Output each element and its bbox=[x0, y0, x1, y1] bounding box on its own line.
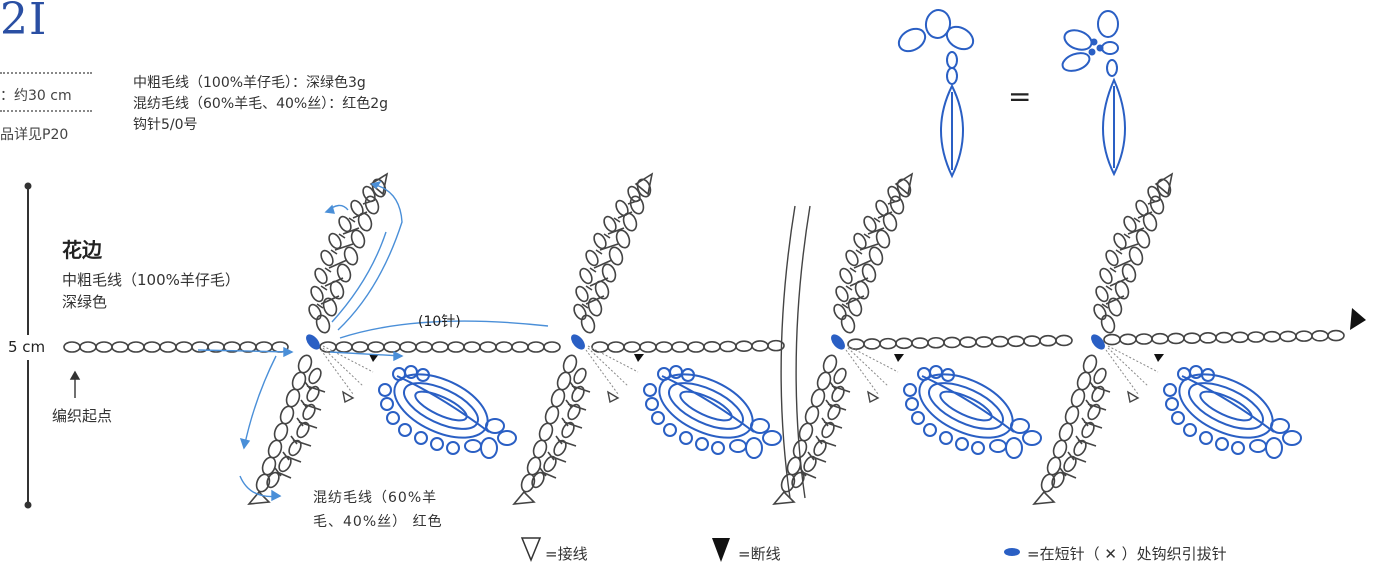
chain-stitch bbox=[447, 341, 465, 353]
chain-stitch bbox=[1023, 335, 1041, 347]
chain-stitch bbox=[703, 340, 721, 353]
chain-stitch bbox=[255, 341, 273, 353]
chain-stitch bbox=[991, 335, 1009, 348]
chain-stitch bbox=[143, 341, 161, 353]
chain-stitch bbox=[863, 338, 881, 350]
chain-stitch bbox=[1295, 330, 1313, 342]
chain-stitch bbox=[687, 341, 705, 353]
chain-stitch bbox=[1055, 334, 1073, 347]
equals-sign: = bbox=[1008, 80, 1032, 113]
chain-stitch bbox=[623, 341, 641, 353]
chain-stitch bbox=[895, 337, 913, 350]
material-line: 中粗毛线（100%羊仔毛）：深绿色3g bbox=[133, 75, 366, 91]
chain-stitch bbox=[1103, 333, 1121, 346]
chain-stitch bbox=[879, 337, 897, 350]
legend-cut: =断线 bbox=[738, 545, 781, 563]
legend-slip-stitch: =在短针（ ✕ ）处钩织引拔针 bbox=[1027, 545, 1227, 563]
equivalence-left-figure bbox=[897, 9, 975, 179]
chain-stitch bbox=[79, 341, 97, 353]
chain-stitch bbox=[431, 341, 449, 353]
chain-stitch bbox=[335, 341, 353, 353]
red-yarn-label: 混纺毛线（60%羊 bbox=[313, 490, 438, 506]
legend-join: =接线 bbox=[545, 545, 588, 563]
pattern-number: 2I bbox=[0, 0, 48, 45]
chain-stitch bbox=[495, 341, 513, 353]
chain-stitch bbox=[751, 340, 769, 352]
main-chain bbox=[63, 329, 1345, 353]
chain-stitch bbox=[1311, 330, 1329, 342]
chain-stitch bbox=[943, 336, 961, 349]
chain-stitch bbox=[1231, 331, 1249, 344]
chain-stitch bbox=[351, 341, 369, 353]
chain-stitch bbox=[1263, 330, 1281, 343]
reference-label: 品详见P20 bbox=[0, 127, 69, 143]
divider bbox=[0, 110, 92, 112]
divider bbox=[0, 72, 92, 74]
slip-stitch-icon bbox=[1004, 548, 1020, 556]
section-title: 花边 bbox=[62, 238, 102, 262]
chain-stitch bbox=[1279, 330, 1297, 343]
size-label: ：约30 cm bbox=[0, 88, 72, 104]
equivalence-right-figure bbox=[1061, 10, 1126, 177]
end-cut-arrow bbox=[1350, 308, 1366, 330]
material-line: 混纺毛线（60%羊毛、40%丝）：红色2g bbox=[133, 96, 389, 112]
chain-stitch bbox=[1183, 332, 1201, 344]
chain-stitch bbox=[847, 338, 865, 350]
section-yarn: 中粗毛线（100%羊仔毛） bbox=[62, 271, 240, 289]
chain-stitch bbox=[415, 341, 433, 353]
chain-stitch bbox=[1119, 333, 1137, 346]
chain-stitch bbox=[735, 340, 753, 353]
chain-stitch bbox=[639, 341, 657, 353]
chain-stitch bbox=[543, 341, 561, 353]
chain-stitch bbox=[911, 337, 929, 349]
stitch-count-label: (10针) bbox=[418, 314, 461, 330]
chain-stitch bbox=[1199, 332, 1217, 344]
chain-stitch bbox=[399, 341, 417, 353]
chain-stitch bbox=[63, 341, 81, 353]
section-yarn-color: 深绿色 bbox=[62, 293, 108, 311]
material-line: 钩针5/0号 bbox=[133, 117, 198, 133]
chain-stitch bbox=[1151, 332, 1169, 345]
chain-stitch bbox=[319, 341, 337, 353]
chain-stitch bbox=[1247, 331, 1265, 343]
chain-stitch bbox=[1327, 329, 1345, 342]
chain-stitch bbox=[607, 341, 625, 353]
chain-stitch bbox=[975, 336, 993, 348]
red-yarn-label-2: 毛、40%丝） 红色 bbox=[313, 514, 443, 530]
chain-stitch bbox=[383, 341, 401, 353]
chain-stitch bbox=[95, 341, 113, 353]
start-arrow bbox=[69, 370, 81, 398]
chain-stitch bbox=[591, 341, 609, 353]
motif-1 bbox=[249, 174, 516, 504]
break-mark bbox=[780, 205, 811, 499]
chain-stitch bbox=[159, 341, 177, 353]
direction-arrows bbox=[197, 180, 549, 502]
chain-stitch bbox=[367, 341, 385, 353]
chain-stitch bbox=[1167, 332, 1185, 345]
chain-stitch bbox=[1007, 335, 1025, 348]
cut-triangle-icon bbox=[712, 538, 730, 562]
chain-stitch bbox=[511, 341, 529, 353]
chain-stitch bbox=[719, 340, 737, 353]
join-triangle-icon bbox=[520, 537, 542, 562]
chain-stitch bbox=[671, 341, 689, 353]
chain-stitch bbox=[111, 341, 129, 353]
chain-stitch bbox=[1039, 334, 1057, 347]
chain-stitch bbox=[927, 336, 945, 349]
start-label: 编织起点 bbox=[52, 407, 113, 425]
chain-stitch bbox=[1215, 331, 1233, 344]
chain-stitch bbox=[959, 336, 977, 348]
chain-stitch bbox=[175, 341, 193, 353]
chain-stitch bbox=[479, 341, 497, 353]
chain-stitch bbox=[527, 341, 545, 353]
chain-stitch bbox=[127, 341, 145, 353]
height-scale-bar bbox=[24, 182, 32, 509]
chain-stitch bbox=[767, 339, 785, 352]
chain-stitch bbox=[1135, 333, 1153, 345]
motif-2 bbox=[514, 174, 781, 504]
chain-stitch bbox=[655, 341, 673, 353]
chain-stitch bbox=[463, 341, 481, 353]
height-label: 5 cm bbox=[8, 338, 46, 356]
